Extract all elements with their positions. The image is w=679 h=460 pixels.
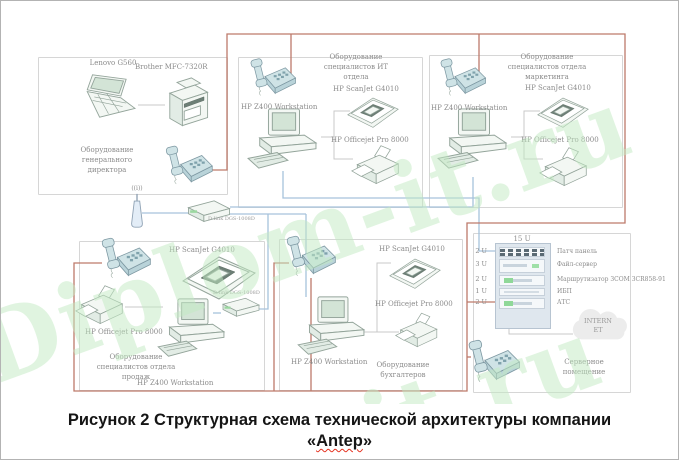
marketing-scanner-label: HP ScanJet G4010 bbox=[525, 84, 591, 92]
printer-icon-sales bbox=[75, 283, 127, 331]
accounting-workstation-label: HP Z400 Workstation bbox=[291, 358, 368, 366]
lan-line-it-to-rack bbox=[282, 171, 497, 252]
director-group-label: Оборудование генерального директора bbox=[80, 146, 134, 175]
rack-unit-file-server bbox=[499, 259, 545, 273]
workstation-icon-sales bbox=[157, 297, 227, 359]
gray-connector-lines bbox=[125, 104, 573, 335]
rack-size-3: 1 U bbox=[475, 287, 487, 295]
phone-icon-sales bbox=[99, 237, 153, 281]
workstation-icon-it bbox=[247, 107, 319, 171]
server-room-box bbox=[473, 233, 631, 393]
rack-size-0: 2 U bbox=[475, 247, 487, 255]
phone-icon-marketing bbox=[439, 57, 487, 99]
it-printer-label: HP Officejet Pro 8000 bbox=[331, 136, 409, 144]
rack-name-router: Маршрутизатор 3COM 3CR858-91 bbox=[557, 276, 666, 283]
rack-name-ups: ИБП bbox=[557, 288, 572, 295]
phone-icon-accounting bbox=[285, 235, 337, 279]
workstation-icon-marketing bbox=[437, 107, 509, 171]
printer-icon-marketing bbox=[539, 145, 591, 193]
mfp-printer-icon bbox=[159, 73, 213, 135]
marketing-printer-label: HP Officejet Pro 8000 bbox=[521, 136, 599, 144]
figure-caption: Рисунок 2 Структурная схема технической … bbox=[1, 410, 678, 452]
server-rack bbox=[495, 243, 551, 329]
accounting-group-label: Оборудование бухгалтеров bbox=[376, 361, 430, 380]
phone-line-accounting-drop bbox=[273, 262, 312, 391]
accounting-scanner-label: HP ScanJet G4010 bbox=[379, 245, 445, 253]
lan-line-switch-to-marketing bbox=[230, 177, 474, 208]
phone-icon-it bbox=[249, 57, 297, 99]
sales-switch-label: D-link DGS-1008D bbox=[213, 290, 260, 296]
marketing-group-label: Оборудование специалистов отдела маркети… bbox=[507, 53, 587, 82]
sales-scanner-label: HP ScanJet G4010 bbox=[169, 246, 235, 254]
mfp-label: Brother MFC-7320R bbox=[135, 63, 208, 71]
rack-size-4: 2 U bbox=[475, 298, 487, 306]
rack-name-file-server: Файл-сервер bbox=[557, 261, 597, 268]
laptop-icon bbox=[83, 73, 141, 119]
rack-size-1: 3 U bbox=[475, 260, 487, 268]
laptop-label: Lenovo G560 bbox=[89, 59, 137, 67]
rack-unit-pbx bbox=[499, 298, 545, 309]
server-room-label: Серверное помещение bbox=[562, 358, 606, 377]
phone-icon-server-room bbox=[465, 339, 523, 385]
wifi-waves-glyph: ((i)) bbox=[131, 185, 143, 192]
rack-unit-router bbox=[499, 275, 545, 286]
it-workstation-label: HP Z400 Workstation bbox=[241, 103, 318, 111]
rack-height-label: 15 U bbox=[513, 235, 531, 243]
printer-icon-accounting bbox=[395, 307, 441, 357]
rack-name-pbx: АТС bbox=[557, 299, 571, 306]
rack-unit-ups bbox=[499, 288, 545, 296]
marketing-workstation-label: HP Z400 Workstation bbox=[431, 104, 508, 112]
phone-icon-director bbox=[164, 145, 214, 187]
caption-brand-close: » bbox=[362, 432, 373, 450]
scanner-icon-marketing bbox=[535, 93, 591, 131]
sales-group-label: Оборудование специалистов отдела продаж bbox=[96, 353, 176, 382]
caption-text: Рисунок 2 Структурная схема технической … bbox=[67, 411, 612, 429]
main-switch-label: D-link DGS-1008D bbox=[208, 216, 255, 222]
caption-brand-open: « bbox=[306, 432, 317, 450]
sales-printer-label: HP Officejet Pro 8000 bbox=[85, 328, 163, 336]
rack-size-2: 2 U bbox=[475, 275, 487, 283]
network-wires bbox=[73, 33, 626, 392]
accounting-printer-label: HP Officejet Pro 8000 bbox=[375, 300, 453, 308]
caption-brand-word: Antep bbox=[316, 432, 363, 450]
wifi-antenna-icon bbox=[128, 193, 146, 229]
scanner-icon-it bbox=[345, 93, 401, 131]
internet-cloud-label: INTERN ET bbox=[584, 317, 612, 335]
printer-icon-it bbox=[351, 143, 403, 191]
rack-unit-patch-panel bbox=[499, 247, 545, 257]
marketing-group-box bbox=[429, 55, 623, 208]
sales-workstation-label: HP Z400 Workstation bbox=[137, 379, 214, 387]
workstation-icon-accounting bbox=[297, 295, 367, 357]
phone-line-main-loop bbox=[73, 33, 626, 392]
rack-name-patch-panel: Патч панель bbox=[557, 248, 598, 255]
it-scanner-label: HP ScanJet G4010 bbox=[333, 85, 399, 93]
scanner-icon-accounting bbox=[387, 253, 443, 293]
it-group-label: Оборудование специалистов ИТ отдела bbox=[323, 53, 389, 82]
